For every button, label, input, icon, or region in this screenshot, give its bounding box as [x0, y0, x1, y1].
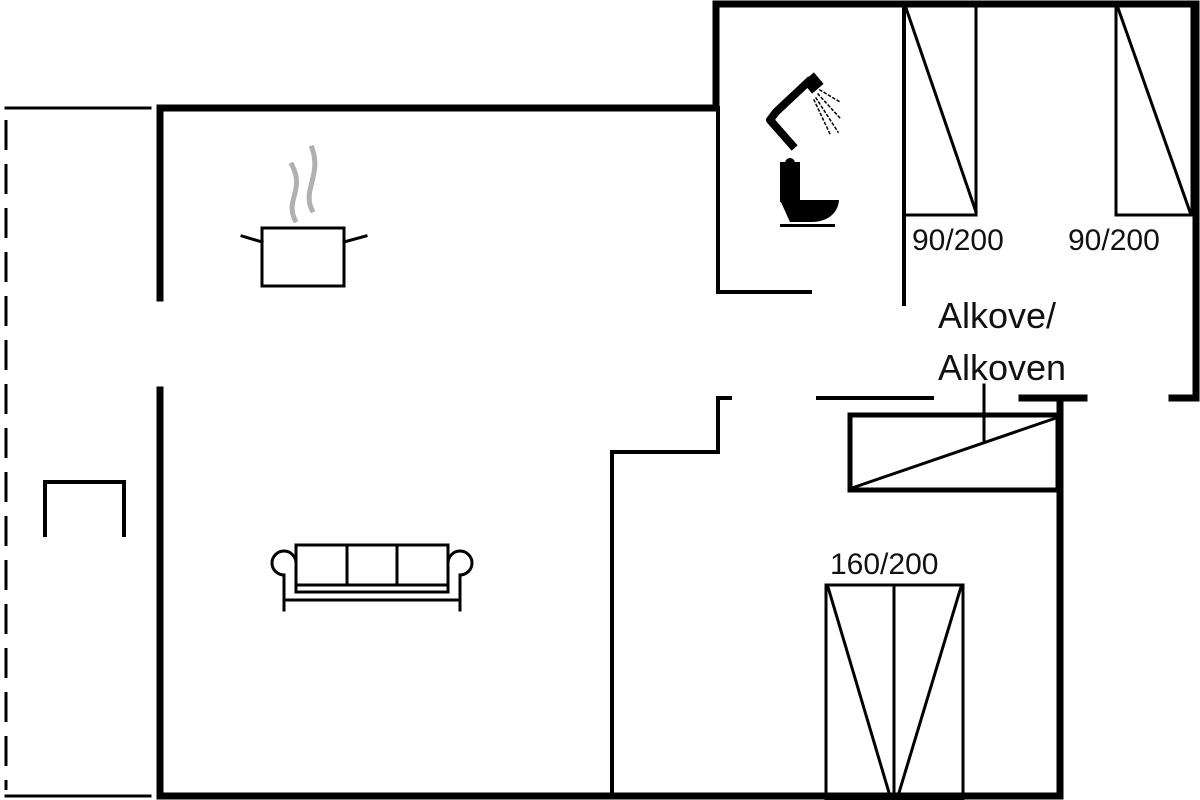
shower-icon	[766, 72, 842, 151]
single-bed-2	[1114, 4, 1194, 217]
single-bed-1-size: 90/200	[912, 224, 1004, 257]
toilet-icon	[780, 158, 839, 227]
room-label-alkoven: Alkoven	[938, 347, 1067, 388]
single-bed-2-size: 90/200	[1068, 224, 1160, 257]
outdoor-table	[43, 480, 126, 537]
sofa-icon	[270, 543, 474, 612]
double-bed-size: 160/200	[830, 548, 939, 581]
outer-walls	[156, 0, 1200, 800]
room-label-alkove: Alkove/	[938, 295, 1057, 336]
single-bed-1	[902, 4, 978, 217]
double-bed	[824, 583, 965, 800]
terrace-outline	[4, 106, 152, 798]
wardrobe	[847, 383, 1061, 493]
cooking-pot-icon	[240, 144, 368, 288]
